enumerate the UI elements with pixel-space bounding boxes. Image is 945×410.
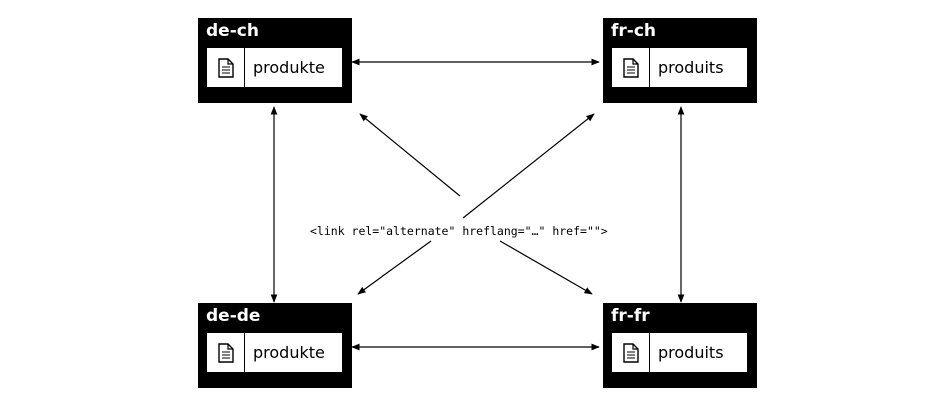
page-card: produkte [207, 48, 342, 87]
locale-code: de-ch [206, 21, 259, 41]
page-card: produits [612, 48, 747, 87]
page-label: produkte [253, 58, 325, 77]
locale-code: fr-ch [611, 21, 657, 41]
arrow-fr-ch-de-de-b [357, 240, 432, 295]
document-icon [612, 333, 650, 372]
page-card: produkte [207, 333, 342, 372]
page-label: produkte [253, 343, 325, 362]
document-icon [207, 48, 245, 87]
locale-code: fr-fr [611, 306, 650, 326]
arrow-de-ch-fr-fr-a [359, 113, 461, 197]
document-icon [612, 48, 650, 87]
locale-box-de-de: de-de produkte [198, 303, 352, 388]
arrow-de-ch-fr-fr-b [499, 240, 593, 295]
document-icon [207, 333, 245, 372]
arrow-fr-ch-de-de-a [462, 113, 595, 219]
locale-box-fr-ch: fr-ch produits [603, 18, 757, 103]
locale-box-de-ch: de-ch produkte [198, 18, 352, 103]
hreflang-annotation: <link rel="alternate" hreflang="…" href=… [310, 224, 608, 238]
page-label: produits [658, 343, 724, 362]
page-card: produits [612, 333, 747, 372]
locale-box-fr-fr: fr-fr produits [603, 303, 757, 388]
page-label: produits [658, 58, 724, 77]
locale-code: de-de [206, 306, 261, 326]
